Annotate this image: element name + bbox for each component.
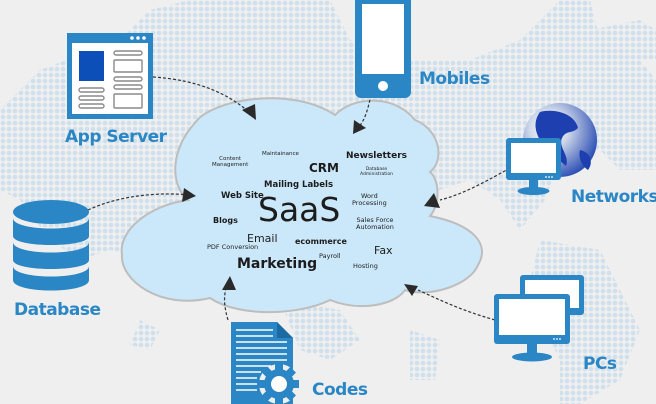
- service-email: Email: [247, 232, 278, 245]
- service-sales-force-automation: Sales Force Automation: [356, 217, 394, 231]
- service-mailing-labels: Mailing Labels: [264, 180, 334, 190]
- arrowhead-mobiles: [353, 120, 366, 134]
- service-word-processing: Word Processing: [352, 193, 387, 207]
- arrowhead-networks: [424, 193, 440, 208]
- arrowhead-pcs: [404, 284, 418, 296]
- two-monitors-icon: [494, 275, 584, 362]
- node-label-mobiles: Mobiles: [419, 69, 490, 89]
- service-blogs: Blogs: [213, 216, 238, 225]
- service-hosting: Hosting: [353, 262, 378, 270]
- service-line: Management: [212, 161, 249, 168]
- database-icon: [13, 200, 89, 291]
- service-maintainance: Maintainance: [262, 151, 299, 157]
- node-label-pcs: PCs: [583, 354, 617, 374]
- service-database-administration: Database Administration: [360, 167, 393, 177]
- service-line: Sales Force: [356, 216, 394, 224]
- document-gear-icon: [231, 322, 299, 404]
- node-label-networks: Networks: [571, 187, 656, 207]
- service-line: Administration: [360, 171, 393, 177]
- service-line: Database: [365, 167, 388, 172]
- service-web-site: Web Site: [221, 191, 264, 201]
- arrowhead-database: [182, 188, 196, 202]
- smartphone-icon: [355, 0, 411, 98]
- service-payroll: Payroll: [319, 252, 341, 260]
- service-marketing: Marketing: [237, 256, 318, 272]
- arrowhead-codes: [222, 276, 236, 290]
- service-line: Automation: [356, 222, 394, 231]
- node-label-codes: Codes: [312, 380, 368, 400]
- globe-monitor-icon: [506, 103, 597, 195]
- service-line: Content: [219, 156, 242, 162]
- service-pdf-conversion: PDF Conversion: [207, 243, 259, 251]
- service-newsletters: Newsletters: [346, 151, 408, 161]
- service-line: Word: [361, 192, 378, 200]
- arrowhead-app-server: [242, 104, 256, 120]
- service-ecommerce: ecommerce: [295, 237, 347, 246]
- node-label-app-server: App Server: [65, 127, 167, 147]
- node-label-database: Database: [14, 300, 101, 320]
- center-label-saas: SaaS: [258, 190, 341, 229]
- service-fax: Fax: [374, 244, 393, 257]
- service-line: Processing: [352, 198, 387, 207]
- browser-window-icon: [67, 33, 153, 119]
- service-crm: CRM: [309, 161, 339, 175]
- service-content-management: Content Management: [212, 156, 249, 169]
